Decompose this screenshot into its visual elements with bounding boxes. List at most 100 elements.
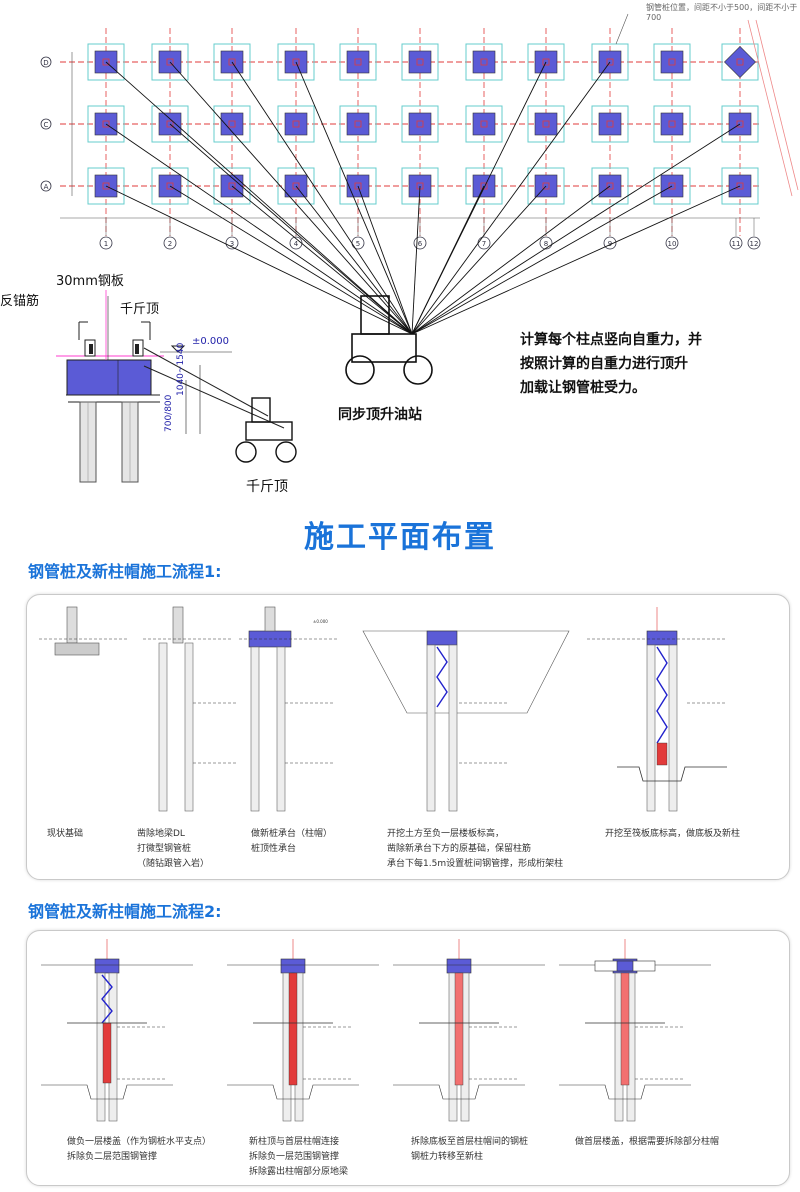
flow2-step2-line3: 拆除露出柱帽部分原地梁 [249, 1167, 349, 1177]
calc-note-line-2: 按照计算的自重力进行顶升 [520, 356, 688, 372]
col-label: 6 [418, 240, 423, 248]
station-label: 同步顶升油站 [338, 407, 422, 423]
steel-pile [250, 646, 260, 812]
column-core [542, 58, 550, 66]
existing-column [66, 606, 78, 644]
column-core [354, 182, 362, 190]
pile-cap-outline [339, 105, 377, 143]
raft-slab [227, 1084, 359, 1100]
column-cap [616, 960, 634, 972]
column-core [480, 120, 488, 128]
column-core [228, 120, 236, 128]
pile-cap-outline [277, 105, 315, 143]
plate-label: 30mm钢板 [56, 274, 124, 289]
anchor-label: 反锚筋 [0, 294, 40, 309]
flow2-step2-line2: 拆除负一层范围钢管撑 [249, 1152, 340, 1162]
column-core [416, 58, 424, 66]
new-column [656, 742, 668, 766]
col-bubble [163, 236, 177, 250]
pile-cap-outline [721, 105, 759, 143]
col-bubble [747, 236, 761, 250]
column-core [736, 120, 744, 128]
pile-cap-outline [213, 43, 251, 81]
flow1-step5-caption: 开挖至筏板底标高，做底板及新柱 [605, 827, 740, 842]
jack-line [169, 61, 413, 335]
column-core [480, 182, 488, 190]
pile-cap-outline [277, 43, 315, 81]
new-column [102, 1022, 112, 1084]
flow1-step3-line1: 做新桩承台（柱帽） [251, 829, 333, 839]
flow2-panel: 做负一层楼盖（作为钢桩水平支点） 拆除负二层范围钢管撑 新柱顶与首层柱帽连接 拆… [26, 930, 790, 1186]
column-cap [346, 112, 370, 136]
row-label: D [43, 59, 48, 67]
pile-cap-outline [721, 43, 759, 81]
steel-pile [448, 644, 458, 812]
column-core [668, 120, 676, 128]
column-cap [408, 50, 432, 74]
flow1-step4-line2: 凿除新承台下方的原基础，保留柱筋 [387, 844, 532, 854]
column-cap [284, 112, 308, 136]
steel-pile [668, 644, 678, 812]
pile-cap-outline [87, 43, 125, 81]
jack-line [411, 185, 611, 335]
row-bubble [40, 56, 52, 68]
flow2-step2-caption: 新柱顶与首层柱帽连接 拆除负一层范围钢管撑 拆除露出柱帽部分原地梁 [249, 1135, 348, 1180]
new-column [288, 972, 298, 1086]
jack-line [411, 185, 421, 335]
excavation-outline [362, 630, 570, 714]
elevation-label: ±0.000 [192, 336, 230, 347]
raft-slab [617, 766, 727, 782]
column-cap [346, 50, 370, 74]
leader-line [615, 13, 629, 45]
column-core [102, 182, 110, 190]
jack-line [411, 185, 673, 335]
column-core [228, 58, 236, 66]
col-label: 4 [294, 240, 299, 248]
column-cap [220, 112, 244, 136]
dimension-1: 1040~1540 [176, 342, 186, 396]
column-cap [646, 630, 678, 646]
jack-line [411, 61, 611, 335]
pile-cap-outline [591, 43, 629, 81]
column-core [736, 182, 744, 190]
flow1-step4-line3: 承台下每1.5m设置桩间钢管撑，形成桁架柱 [387, 859, 564, 869]
flow1-step2-caption: 凿除地梁DL 打微型钢管桩 （随钻跟管入岩） [137, 827, 209, 872]
flow1-step4-caption: 开挖土方至负一层楼板标高， 凿除新承台下方的原基础，保留柱筋 承台下每1.5m设… [387, 827, 563, 872]
calc-note-line-1: 计算每个柱点竖向自重力，并 [520, 332, 702, 348]
flow2-step2-line1: 新柱顶与首层柱帽连接 [249, 1137, 340, 1147]
jack-line [295, 185, 413, 335]
steel-brace [101, 974, 113, 1024]
flow2-step3-caption: 拆除底板至首层柱帽间的钢桩 钢桩力转移至新柱 [411, 1135, 528, 1165]
pile-cap-outline [465, 43, 503, 81]
col-label: 1 [104, 240, 108, 248]
column-core [166, 120, 174, 128]
plan-top-note: 钢管桩位置，间距不小于500，间距不小于700 [646, 3, 798, 22]
flow2-step1-line1: 做负一层楼盖（作为钢桩水平支点） [67, 1137, 212, 1147]
column-cap [472, 50, 496, 74]
pile-cap-outline [151, 43, 189, 81]
column-core [606, 120, 614, 128]
col-label: 11 [732, 240, 741, 248]
col-label: 10 [668, 240, 677, 248]
column-core [354, 58, 362, 66]
pile-cap-outline [213, 105, 251, 143]
column-core [292, 120, 300, 128]
row-label: A [44, 183, 49, 191]
column-core [606, 182, 614, 190]
col-label: 8 [544, 240, 548, 248]
pile-cap-detail [56, 290, 297, 483]
jack-line [105, 61, 413, 335]
col-label: 7 [482, 240, 486, 248]
jack-line [411, 61, 547, 335]
flow1-step2-line1: 凿除地梁DL [137, 829, 185, 839]
jack-line [411, 185, 547, 335]
pile-cap-outline [87, 167, 125, 205]
section-title: 施工平面布置 [304, 520, 496, 555]
level-mark: ±0.000 [313, 619, 328, 624]
row-label: C [44, 121, 49, 129]
raft-slab [559, 1084, 691, 1100]
column-core [480, 58, 488, 66]
col-label: 5 [356, 240, 360, 248]
existing-column [172, 606, 184, 644]
